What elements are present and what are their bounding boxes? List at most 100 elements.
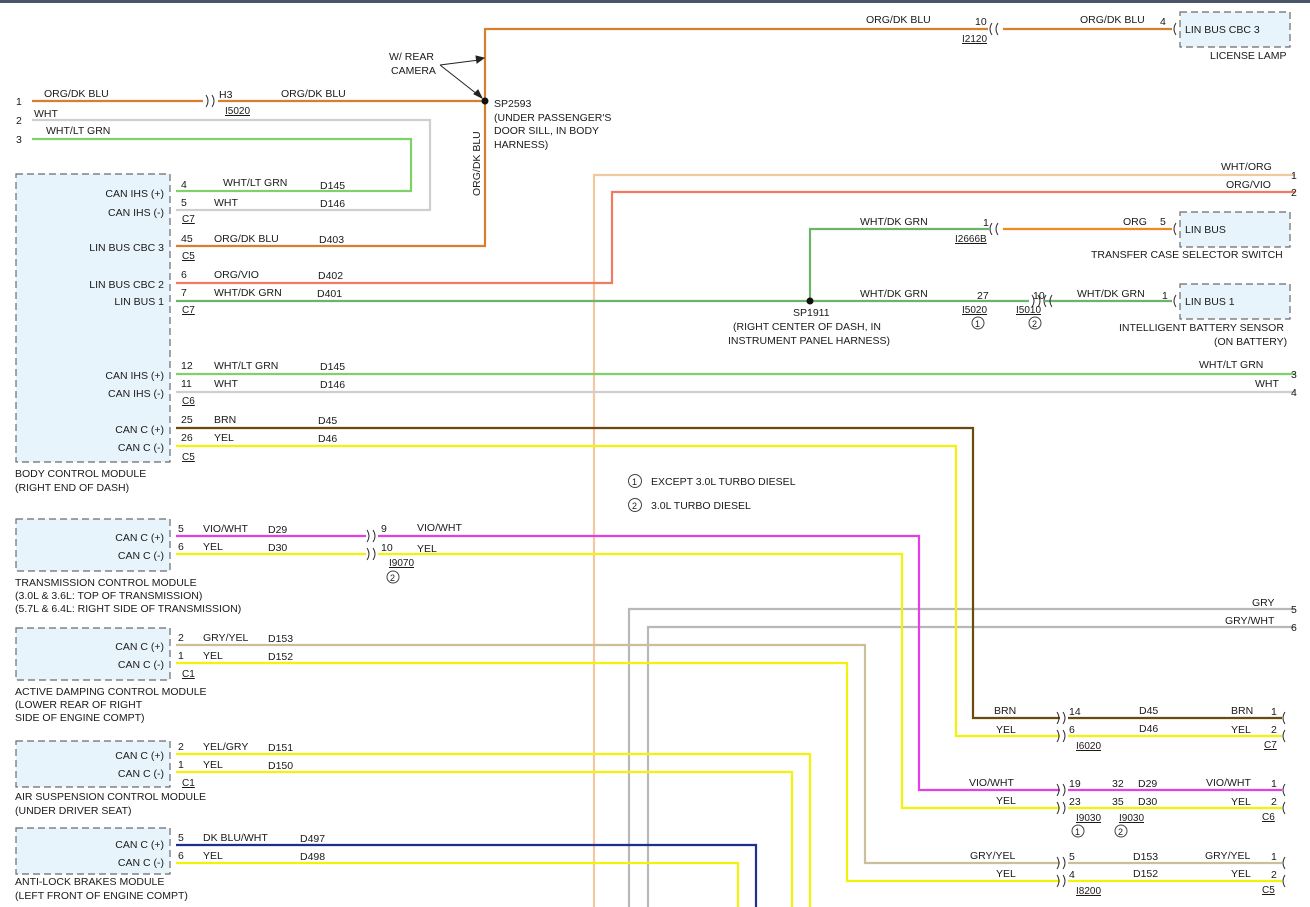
abs-wire-dk-blu-wht: DK BLU/WHT [203, 832, 268, 844]
bcm-circuit-d402: D402 [318, 270, 343, 282]
legend-num-2: 2 [632, 501, 637, 511]
right-pin-6: 6 [1291, 622, 1297, 634]
wire-label-vertical-org-dk-blu: ORG/DK BLU [471, 131, 483, 196]
i8200-wire-yel-left: YEL [996, 868, 1016, 880]
splice-sp2593-loc-1: (UNDER PASSENGER'S [494, 112, 611, 124]
conn-break-i5010 [1043, 294, 1053, 308]
license-lamp-label: LIN BUS CBC 3 [1185, 24, 1260, 36]
adcm-pin-2: 2 [178, 632, 184, 644]
ascm-pin-can-c-pos: CAN C (+) [115, 750, 164, 762]
bcm-c7-pin-6: 6 [181, 269, 187, 281]
wire-tcm-neg-b [378, 552, 1060, 810]
ibs-box [1179, 283, 1291, 320]
wire-label-org-dk-blu-top: ORG/DK BLU [866, 14, 931, 26]
ascm-loc: (UNDER DRIVER SEAT) [15, 805, 131, 817]
i6020-right-pin-2: 2 [1271, 724, 1277, 736]
window-top-bar [0, 0, 1310, 3]
tcm-circuit-d29: D29 [268, 524, 287, 536]
wire-label-org-dk-blu-2: ORG/DK BLU [281, 88, 346, 100]
legend-marker-2-a-num: 2 [1032, 319, 1037, 329]
wire-label-wht-lt-grn-right: WHT/LT GRN [1199, 359, 1263, 371]
splice-sp2593-id: SP2593 [494, 98, 532, 110]
conn-break-h3 [205, 94, 215, 108]
legend-marker-2-c [1114, 824, 1128, 838]
wire-abs-neg [176, 861, 740, 907]
ascm-pin-1: 1 [178, 759, 184, 771]
wire-label-wht-2: WHT [34, 108, 58, 120]
wire-label-wht-org-right: WHT/ORG [1221, 161, 1272, 173]
i9030-circuit-d30: D30 [1138, 796, 1157, 808]
bcm-wire-brn: BRN [214, 414, 236, 426]
i9030-pin-32: 32 [1112, 778, 1124, 790]
abs-box [15, 827, 171, 875]
i9030-wire-yel-left: YEL [996, 795, 1016, 807]
legend-marker-1-a [971, 316, 985, 330]
rear-camera-label-2: CAMERA [391, 65, 436, 77]
wire-label-wht-dk-grn-1911: WHT/DK GRN [860, 288, 928, 300]
i8200-pin-5: 5 [1069, 851, 1075, 863]
conn-label-c6-right: C6 [1262, 812, 1275, 823]
bcm-c6-pin-12: 12 [181, 360, 193, 372]
ascm-name: AIR SUSPENSION CONTROL MODULE [15, 791, 206, 803]
legend-text-2: 3.0L TURBO DIESEL [651, 500, 751, 512]
splice-sp1911-loc-1: (RIGHT CENTER OF DASH, IN [733, 321, 881, 333]
wire-wht-line2 [32, 118, 432, 212]
conn-label-c5-right: C5 [1262, 885, 1275, 896]
bcm-name: BODY CONTROL MODULE [15, 468, 146, 480]
i8200-wire-gry-yel-left: GRY/YEL [970, 850, 1015, 862]
bcm-wire-wht-dk-grn: WHT/DK GRN [214, 287, 282, 299]
legend-num-1: 1 [632, 477, 637, 487]
tcm-circuit-d30: D30 [268, 542, 287, 554]
tcm-pin-can-c-pos: CAN C (+) [115, 532, 164, 544]
adcm-pin-1: 1 [178, 650, 184, 662]
ascm-pin-2: 2 [178, 741, 184, 753]
adcm-circuit-d152: D152 [268, 651, 293, 663]
bcm-wire-wht-lt-grn-1: WHT/LT GRN [223, 177, 287, 189]
bcm-circuit-d46: D46 [318, 433, 337, 445]
ascm-circuit-d150: D150 [268, 760, 293, 772]
i6020-wire-brn-right: BRN [1231, 705, 1253, 717]
conn-break-c6-right [1282, 783, 1286, 815]
wire-layer [32, 27, 1295, 907]
bcm-wire-wht-lt-grn-2: WHT/LT GRN [214, 360, 278, 372]
wire-label-org-dk-blu-lamp: ORG/DK BLU [1080, 14, 1145, 26]
bcm-circuit-d145-2: D145 [320, 361, 345, 373]
abs-loc: (LEFT FRONT OF ENGINE COMPT) [15, 890, 188, 902]
abs-name: ANTI-LOCK BRAKES MODULE [15, 876, 164, 888]
ascm-circuit-d151: D151 [268, 742, 293, 754]
bcm-loc: (RIGHT END OF DASH) [15, 482, 129, 494]
abs-pin-5: 5 [178, 832, 184, 844]
i9030-circuit-d29: D29 [1138, 778, 1157, 790]
right-pin-1: 1 [1291, 170, 1297, 182]
adcm-pin-can-c-pos: CAN C (+) [115, 641, 164, 653]
bcm-c7-pin-4: 4 [181, 179, 187, 191]
adcm-name: ACTIVE DAMPING CONTROL MODULE [15, 686, 207, 698]
adcm-circuit-d153: D153 [268, 633, 293, 645]
wire-adcm-pos [176, 643, 1060, 865]
adcm-pin-can-c-neg: CAN C (-) [118, 659, 164, 671]
abs-pin-can-c-pos: CAN C (+) [115, 839, 164, 851]
wire-label-wht-dk-grn-ibs: WHT/DK GRN [1077, 288, 1145, 300]
adcm-conn-c1: C1 [182, 669, 195, 680]
conn-break-i9070-a [366, 529, 376, 543]
ascm-pin-can-c-neg: CAN C (-) [118, 768, 164, 780]
bcm-wire-yel: YEL [214, 432, 234, 444]
splice-sp1911-id: SP1911 [793, 307, 830, 319]
conn-label-i5020-mid: I5020 [962, 305, 987, 316]
wire-label-org-tcss: ORG [1123, 216, 1147, 228]
i9030-pin-23: 23 [1069, 796, 1081, 808]
conn-break-i9030 [1056, 783, 1066, 815]
bcm-pin-lin-bus-cbc3: LIN BUS CBC 3 [89, 242, 164, 254]
i9030-right-pin-1: 1 [1271, 778, 1277, 790]
tcm-loc-1: (3.0L & 3.6L: TOP OF TRANSMISSION) [15, 590, 202, 602]
conn-label-i6020: I6020 [1076, 741, 1101, 752]
i6020-wire-yel-left: YEL [996, 724, 1016, 736]
conn-break-i8200 [1056, 856, 1066, 888]
wire-wht-lt-grn-line3 [32, 137, 413, 193]
conn-break-i2666b [989, 222, 999, 236]
bcm-pin-lin-bus-1: LIN BUS 1 [114, 296, 164, 308]
tcm-name: TRANSMISSION CONTROL MODULE [15, 577, 197, 589]
i6020-wire-brn-left: BRN [994, 705, 1016, 717]
bcm-circuit-d45: D45 [318, 415, 337, 427]
